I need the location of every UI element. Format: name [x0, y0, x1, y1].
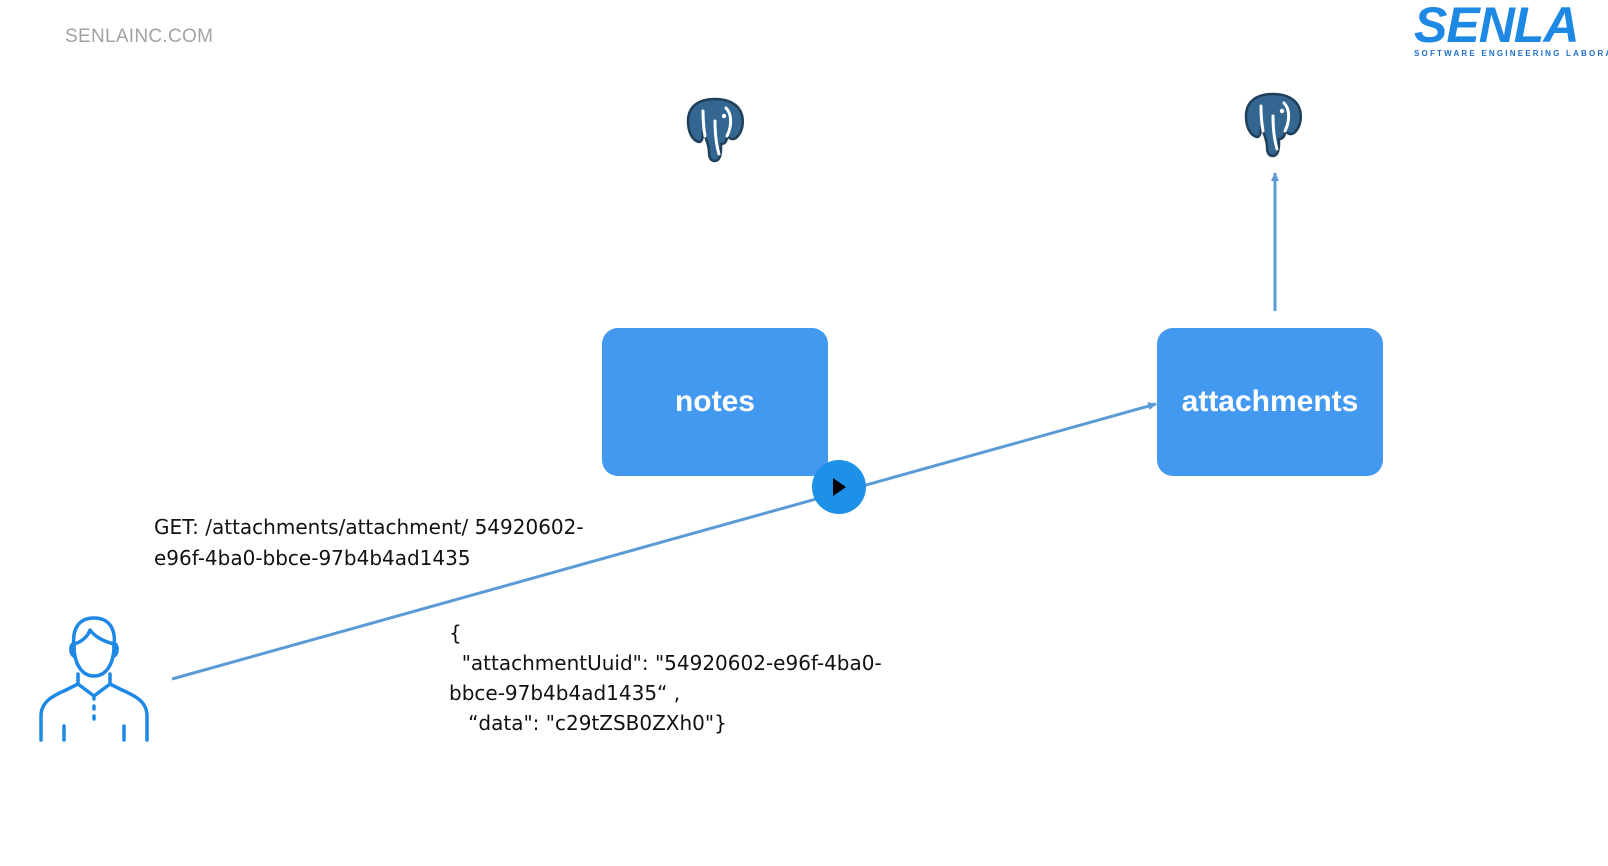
play-button[interactable]	[812, 460, 866, 514]
request-arrow	[171, 402, 1157, 681]
user-icon	[38, 614, 150, 742]
request-line-2: e96f-4ba0-bbce-97b4b4ad1435	[154, 546, 471, 570]
response-json: { "attachmentUuid": "54920602-e96f-4ba0-…	[449, 618, 919, 738]
request-line-1: GET: /attachments/attachment/ 54920602-	[154, 515, 584, 539]
play-icon	[833, 478, 846, 496]
response-line-2: "attachmentUuid": "54920602-e96f-4ba0-	[449, 651, 882, 675]
attachments-service-label: attachments	[1181, 385, 1359, 418]
attachments-service-box: attachments	[1157, 328, 1383, 476]
site-url: SENLAINC.COM	[65, 26, 214, 47]
notes-service-label: notes	[674, 385, 755, 418]
notes-service-box: notes	[602, 328, 828, 476]
attachments-database-icon	[1240, 89, 1306, 159]
request-text: GET: /attachments/attachment/ 54920602- …	[154, 512, 624, 574]
senla-logo: SENLA SOFTWARE ENGINEERING LABORATORY	[1410, 2, 1608, 60]
response-line-3: bbce-97b4b4ad1435“ ,	[449, 681, 681, 705]
notes-database-icon	[682, 94, 748, 164]
response-line-1: {	[449, 621, 462, 645]
response-line-4: “data": "c29tZSB0ZXh0"}	[449, 711, 727, 735]
logo-word: SENLA	[1414, 2, 1579, 53]
logo-tagline: SOFTWARE ENGINEERING LABORATORY	[1414, 49, 1608, 58]
